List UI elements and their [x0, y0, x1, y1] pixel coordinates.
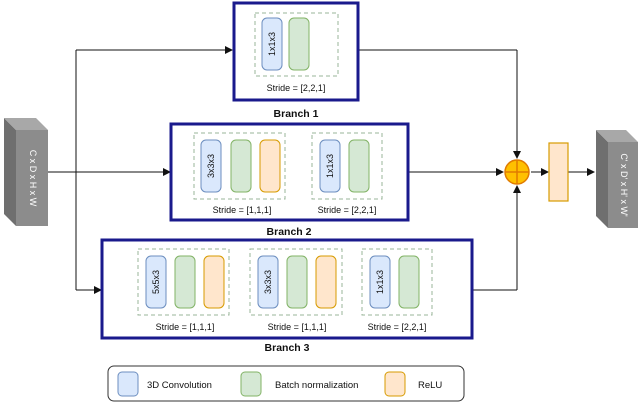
- legend-label-relu: ReLU: [418, 380, 442, 391]
- conv3d-block: [261, 17, 283, 71]
- batchnorm-block: [398, 255, 420, 309]
- conv-kernel-label: 1x1x3: [325, 154, 335, 178]
- input-block: C x D x H x W: [4, 118, 48, 226]
- conv-kernel-label: 1x1x3: [375, 270, 385, 294]
- stride-label: Stride = [1,1,1]: [156, 322, 215, 332]
- batchnorm-block: [288, 17, 310, 71]
- stride-label: Stride = [1,1,1]: [268, 322, 327, 332]
- conv3d-block: [200, 139, 222, 193]
- legend-swatch-bn: [240, 371, 262, 397]
- output-block: C' x D' x H' x W': [596, 130, 638, 228]
- branch-3-title: Branch 3: [265, 342, 310, 354]
- stride-label: Stride = [2,2,1]: [318, 205, 377, 215]
- conv-kernel-label: 3x3x3: [206, 154, 216, 178]
- conv-kernel-label: 1x1x3: [267, 32, 277, 56]
- branch-1: 1x1x3 Stride = [2,2,1] Branch 1: [232, 1, 360, 120]
- conv3d-block: [319, 139, 341, 193]
- legend-label-conv: 3D Convolution: [147, 380, 212, 391]
- branch-3: 5x5x3 Stride = [1,1,1] 3x3x3 Stride = [1…: [100, 238, 474, 354]
- batchnorm-block: [348, 139, 370, 193]
- batchnorm-block: [174, 255, 196, 309]
- conv3d-block: [369, 255, 391, 309]
- input-block-label: C x D x H x W: [28, 150, 38, 207]
- legend: 3D Convolution Batch normalization ReLU: [107, 365, 465, 402]
- batchnorm-block: [286, 255, 308, 309]
- output-activation-bar: [548, 142, 569, 202]
- add-node: [504, 159, 530, 185]
- legend-label-bn: Batch normalization: [275, 380, 358, 391]
- conv3d-block: [257, 255, 279, 309]
- relu-block: [203, 255, 225, 309]
- legend-swatch-conv: [117, 371, 139, 397]
- legend-swatch-relu: [384, 371, 406, 397]
- conv-kernel-label: 5x5x3: [151, 270, 161, 294]
- conv3d-block: [145, 255, 167, 309]
- branch-2: 3x3x3 Stride = [1,1,1] 1x1x3 Stride = [2…: [169, 122, 410, 238]
- connectors: [48, 46, 595, 294]
- branch-2-title: Branch 2: [267, 226, 312, 238]
- stride-label: Stride = [2,2,1]: [368, 322, 427, 332]
- batchnorm-block: [230, 139, 252, 193]
- stride-label: Stride = [2,2,1]: [267, 83, 326, 93]
- relu-block: [259, 139, 281, 193]
- stride-label: Stride = [1,1,1]: [213, 205, 272, 215]
- relu-block: [315, 255, 337, 309]
- conv-kernel-label: 3x3x3: [263, 270, 273, 294]
- branch-1-title: Branch 1: [274, 108, 319, 120]
- output-block-label: C' x D' x H' x W': [619, 153, 629, 217]
